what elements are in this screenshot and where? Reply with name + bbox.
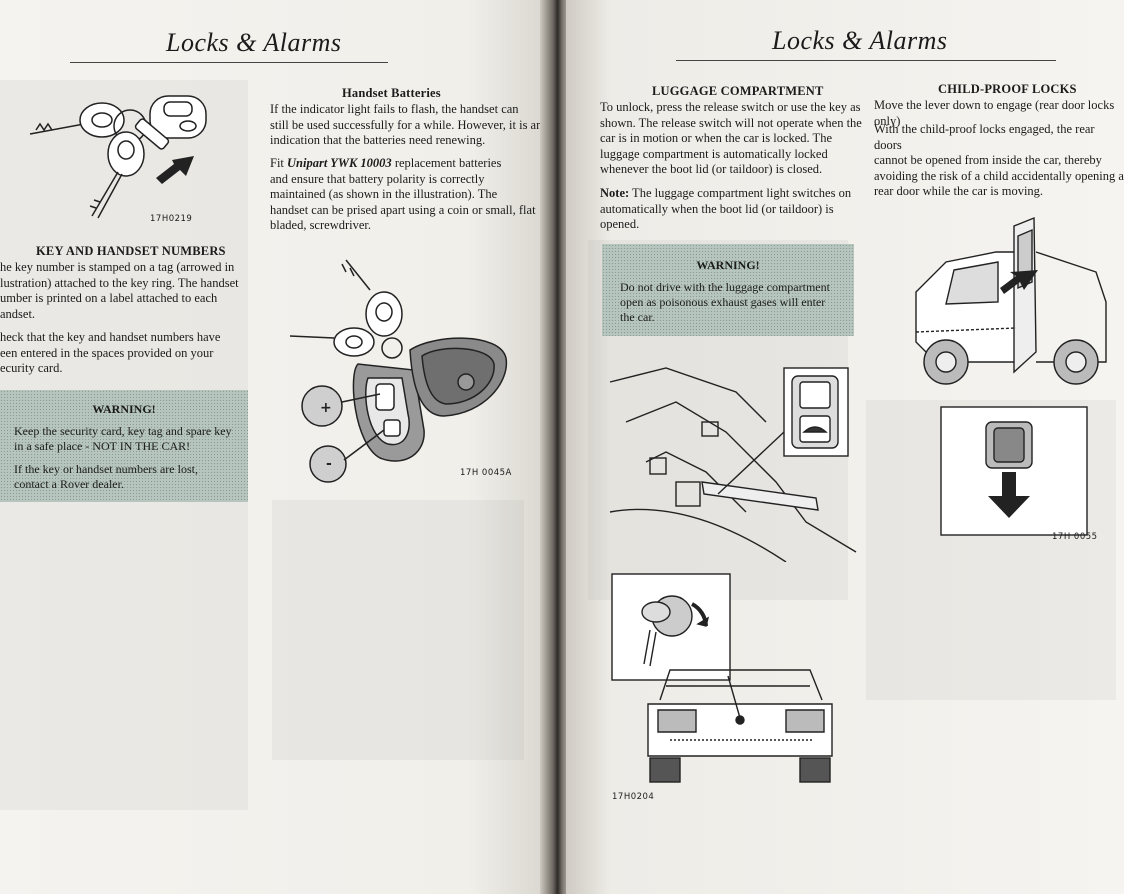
left-page: Locks & Alarms 17H0219 KEY AND HANDSET N… [0,0,552,894]
page-title: Locks & Alarms [772,26,948,55]
warning-text: Keep the security card, key tag and spar… [14,424,232,453]
child-lock-lever-illustration [940,406,1088,536]
paragraph: heck that the key and handset numbers ha… [0,330,221,375]
warning-text: Do not drive with the luggage compartmen… [620,280,830,324]
section-heading: CHILD-PROOF LOCKS [938,82,1077,96]
figure-label: 17H0219 [150,214,193,224]
child-lock-door-illustration [915,216,1107,385]
right-page: Locks & Alarms LUGGAGE COMPARTMENT To un… [566,0,1124,894]
paragraph: If the indicator light fails to flash, t… [270,102,543,147]
show-through-shadow [272,500,524,760]
release-switch-illustration [609,367,857,562]
section-heading: KEY AND HANDSET NUMBERS [36,244,226,258]
page-title: Locks & Alarms [166,28,342,57]
boot-lock-illustration [611,573,833,783]
paragraph: he key number is stamped on a tag (arrow… [0,260,239,321]
warning-title: WARNING! [92,402,156,416]
handset-batteries-illustration: + - [289,259,508,483]
figure-label: 17H0204 [612,792,655,802]
note-paragraph: Note: The luggage compartment light swit… [600,186,852,231]
title-underline [70,62,388,63]
paragraph: Fit Unipart YWK 10003 replacement batter… [270,156,536,232]
figure-label: 17H 0045A [460,468,512,478]
warning-box: WARNING! Keep the security card, key tag… [0,390,248,502]
warning-box: WARNING! Do not drive with the luggage c… [602,244,854,336]
note-label: Note: [600,186,630,200]
section-heading: LUGGAGE COMPARTMENT [652,84,824,98]
warning-title: WARNING! [696,258,760,272]
paragraph: Move the lever down to engage (rear door… [874,98,1115,128]
svg-text:-: - [326,456,332,472]
figure-label: 17H 0055 [1052,532,1098,542]
svg-text:+: + [320,400,332,416]
section-heading: Handset Batteries [342,86,441,100]
part-number: Unipart YWK 10003 [287,156,392,170]
paragraph: With the child-proof locks engaged, the … [874,122,1124,198]
warning-text: If the key or handset numbers are lost, … [14,462,198,491]
paragraph: To unlock, press the release switch or u… [600,100,862,176]
key-ring-illustration [29,95,207,219]
title-underline [676,60,1056,61]
